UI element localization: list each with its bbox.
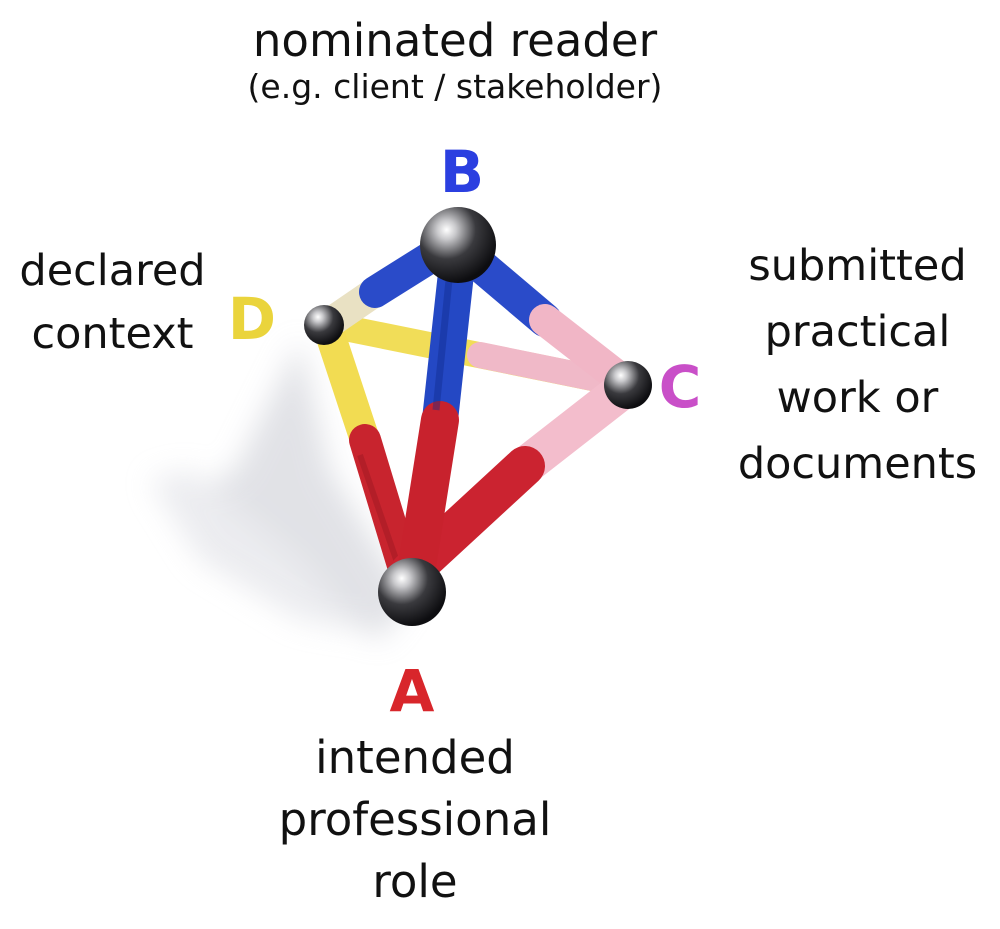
- ball-a: [378, 558, 446, 626]
- model-shadow: [150, 340, 410, 640]
- ball-c: [604, 361, 652, 409]
- vertex-c-label-line-2: practical: [764, 307, 951, 357]
- vertex-c-label-line-4: documents: [737, 439, 978, 489]
- vertex-b-label-line-1: nominated reader: [252, 14, 658, 67]
- vertex-a-letter: A: [389, 657, 435, 725]
- vertex-c-label-line-3: work or: [776, 373, 939, 423]
- vertex-d-label-line-1: declared: [19, 246, 206, 296]
- vertex-d-letter: D: [227, 285, 277, 353]
- vertex-c-label: submitted practical work or documents: [715, 245, 1000, 509]
- vertex-b-letter: B: [439, 138, 485, 206]
- vertex-c-label-line-1: submitted: [748, 241, 967, 291]
- ball-d: [304, 305, 344, 345]
- vertex-a-label-line-2: professional: [278, 793, 552, 846]
- vertex-d-label-line-2: context: [31, 309, 194, 359]
- vertex-a-label-line-3: role: [372, 855, 458, 908]
- ball-b: [420, 207, 496, 283]
- vertex-a-label-line-1: intended: [315, 731, 515, 784]
- vertex-d-label: declared context: [5, 250, 220, 376]
- rod-d-a: [313, 313, 421, 588]
- vertex-b-label: nominated reader (e.g. client / stakehol…: [200, 18, 710, 110]
- vertex-a-label: intended professional role: [245, 735, 585, 921]
- vertex-b-label-line-2: (e.g. client / stakeholder): [247, 67, 663, 106]
- vertex-c-letter: C: [658, 353, 702, 421]
